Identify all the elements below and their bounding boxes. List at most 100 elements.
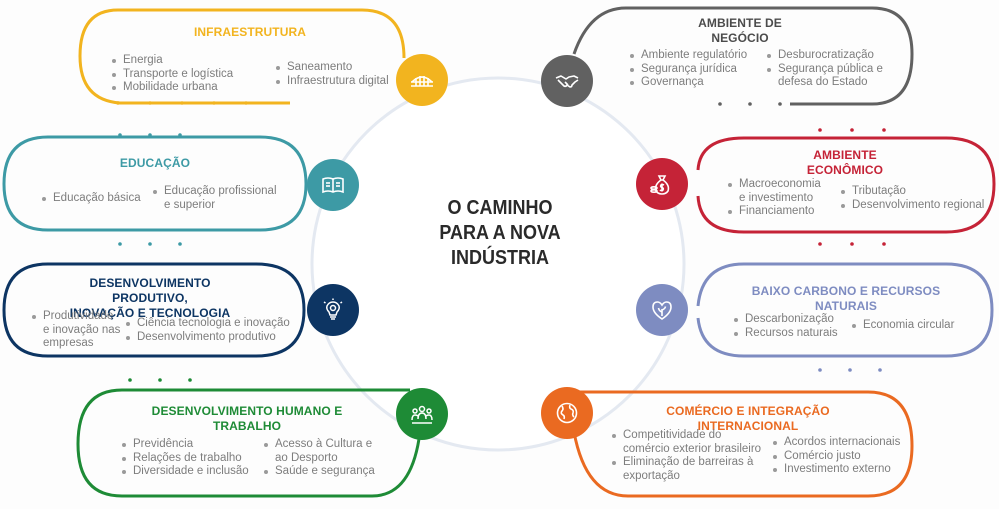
infra-list-col1: Energia Transporte e logística Mobilidad… [112,54,233,95]
negocio-list-col2: Desburocratização Segurança pública e de… [767,49,883,90]
list-item: Segurança pública e [767,63,883,77]
humano-list-col2: Acesso à Cultura e ao Desporto Saúde e s… [264,438,375,479]
carbono-dots [818,368,882,372]
comercio-title: COMÉRCIO E INTEGRAÇÃO INTERNACIONAL [666,404,830,433]
produtivo-title-line: INOVAÇÃO E TECNOLOGIA [69,306,231,320]
list-item: Macroeconomia [728,178,821,192]
negocio-title-line: NEGÓCIO [711,31,769,45]
handshake-icon [555,75,579,88]
list-item: Financiamento [728,205,821,219]
list-item: Transporte e logística [112,68,233,82]
carbono-list-col2: Economia circular [852,319,954,333]
economico-outline [696,136,996,234]
humano-title: DESENVOLVIMENTO HUMANO E TRABALHO [151,404,343,433]
list-item: Descarbonização [734,313,838,327]
list-item: Infraestrutura digital [276,75,389,89]
economico-list-col2: Tributação Desenvolvimento regional [841,185,984,212]
carbono-outline [696,262,994,358]
list-item: Saúde e segurança [264,465,375,479]
carbono-node [636,284,688,336]
negocio-node [541,55,593,107]
comercio-node [541,387,593,439]
produtivo-list-col2: Ciência tecnologia e inovação Desenvolvi… [126,317,290,344]
economico-title: AMBIENTE ECONÔMICO [790,148,900,178]
produtivo-title-line: DESENVOLVIMENTO PRODUTIVO, [89,276,211,305]
negocio-title-line: AMBIENTE DE [698,16,782,30]
list-item: e investimento [739,191,814,204]
list-item: Produtividade [32,310,120,324]
list-item: comércio exterior brasileiro [623,442,762,455]
list-item: defesa do Estado [778,76,868,88]
list-item: Tributação [841,185,984,199]
produtivo-outline [2,262,306,358]
infra-list-col2: Saneamento Infraestrutura digital [276,61,389,88]
negocio-outline [572,6,914,106]
list-item: Relações de trabalho [122,452,249,466]
list-item: e inovação nas [43,323,121,336]
comercio-list-col1: Competitividade do comércio exterior bra… [612,429,761,483]
list-item: empresas [43,337,94,349]
infra-title: INFRAESTRUTURA [193,25,307,39]
list-item: ao Desporto [275,451,338,464]
list-item: Diversidade e inclusão [122,465,249,479]
globe-icon [556,402,578,424]
economico-dots [818,128,886,246]
lightbulb-gear-icon [323,298,343,320]
educacao-node [307,159,359,211]
leaf-heart-icon [652,301,672,320]
economico-title-line: ECONÔMICO [806,163,884,177]
produtivo-node [307,284,359,336]
list-item: Desenvolvimento produtivo [126,331,290,345]
list-item: Desenvolvimento regional [841,199,984,213]
list-item: Eliminação de barreiras à [612,456,761,470]
humano-list-col1: Previdência Relações de trabalho Diversi… [122,438,249,479]
center-title-line: PARA A NOVA [439,222,561,244]
infra-dots [116,101,248,105]
list-item: Energia [112,54,233,68]
negocio-list-col1: Ambiente regulatório Segurança jurídica … [630,49,747,90]
produtivo-title: DESENVOLVIMENTO PRODUTIVO, INOVAÇÃO E TE… [50,276,250,321]
list-item: Competitividade do [612,429,761,443]
comercio-list-col2: Acordos internacionais Comércio justo In… [773,436,900,477]
educacao-title: EDUCAÇÃO [119,156,191,170]
economico-title-line: AMBIENTE [813,148,877,162]
produtivo-list-col1: Produtividade e inovação nas empresas [32,310,120,351]
list-item: Previdência [122,438,249,452]
infra-node [396,54,448,106]
list-item: Educação básica [42,192,141,206]
list-item: exportação [623,469,680,482]
humano-outline [76,388,422,498]
center-title-line: O CAMINHO [447,197,553,219]
educacao-list-col1: Educação básica [42,192,141,206]
list-item: Ciência tecnologia e inovação [126,317,290,331]
center-title: O CAMINHO PARA A NOVA INDÚSTRIA [410,196,590,271]
negocio-title: AMBIENTE DE NEGÓCIO [680,16,800,46]
comercio-outline [572,390,914,498]
educacao-dots [118,133,182,246]
list-item: Desburocratização [767,49,883,63]
central-ring [310,76,686,452]
list-item: Ambiente regulatório [630,49,747,63]
center-title-line: INDÚSTRIA [450,247,549,269]
book-icon [322,177,344,194]
carbono-title: BAIXO CARBONO E RECURSOS NATURAIS [751,284,941,313]
humano-dots [128,378,192,382]
list-item: Segurança jurídica [630,63,747,77]
list-item: Governança [630,76,747,90]
people-group-icon [411,405,433,424]
economico-list-col1: Macroeconomia e investimento Financiamen… [728,178,821,219]
list-item: Acesso à Cultura e [264,438,375,452]
infra-outline [78,8,406,105]
educacao-list-col2: Educação profissional e superior [153,185,277,212]
money-bag-icon [650,175,670,195]
list-item: Educação profissional [153,185,277,199]
list-item: Comércio justo [773,450,900,464]
list-item: Acordos internacionais [773,436,900,450]
list-item: Saneamento [276,61,389,75]
list-item: Recursos naturais [734,327,838,341]
list-item: Mobilidade urbana [112,81,233,95]
humano-node [396,388,448,440]
carbono-list-col1: Descarbonização Recursos naturais [734,313,838,340]
list-item: Economia circular [852,319,954,333]
